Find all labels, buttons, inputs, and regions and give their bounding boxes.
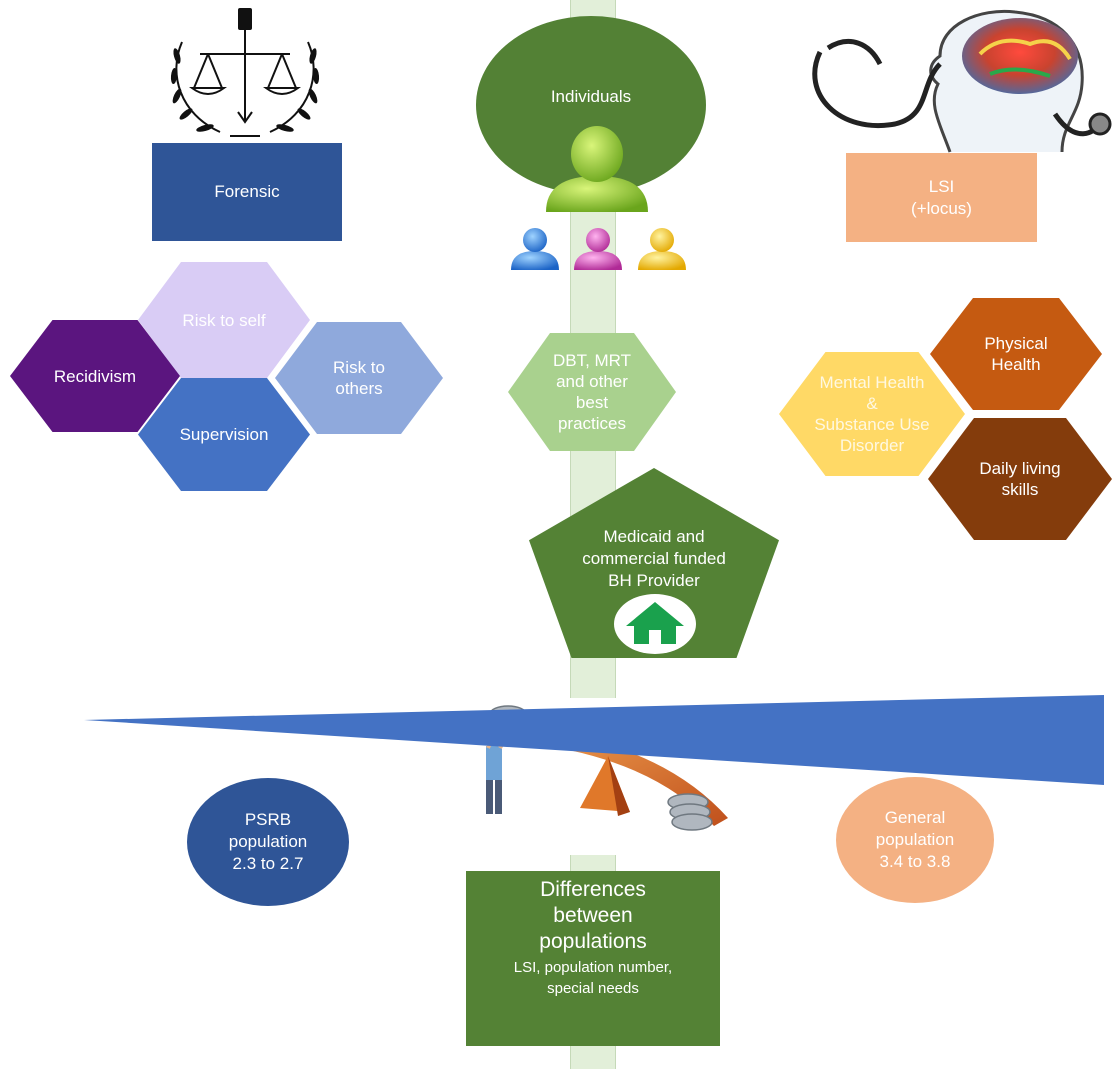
differences-subtitle: LSI, population number, special needs [513, 959, 673, 997]
provider-label: Medicaid and commercial funded BH Provid… [582, 527, 726, 590]
psrb-label: PSRB population 2.3 to 2.7 [228, 810, 308, 873]
lsi-label: LSI [928, 176, 955, 196]
person-icon-large [546, 126, 648, 212]
population-wedge [84, 695, 1104, 785]
differences-title: Differences between populations [539, 878, 647, 953]
general-population-circle: General population 3.4 to 3.8 [836, 777, 994, 903]
individuals-label: Individuals [550, 87, 632, 106]
differences-box: Differences between populations LSI, pop… [466, 871, 720, 1046]
psrb-circle: PSRB population 2.3 to 2.7 [187, 778, 349, 906]
forensic-box: Forensic [152, 143, 342, 241]
general-population-label: General population 3.4 to 3.8 [875, 808, 955, 871]
hex-physical-health: Physical Health [930, 298, 1102, 410]
lsi-box: LSI (+locus) [846, 153, 1037, 242]
hex-mental-health: Mental Health & Substance Use Disorder [779, 352, 965, 476]
person-icon-blue [511, 228, 559, 270]
hex-daily-living: Daily living skills [928, 418, 1112, 540]
brain-stethoscope-illustration [812, 9, 1112, 153]
scales-of-justice-icon [170, 8, 320, 137]
forensic-label: Forensic [214, 182, 280, 201]
person-icon-pink [574, 228, 622, 270]
hex-best-practices: DBT, MRT and other best practices [508, 333, 676, 451]
lsi-sub-label: (+locus) [911, 198, 972, 218]
hex-risk-to-others: Risk to others [275, 322, 443, 434]
person-icon-yellow [638, 228, 686, 270]
home-icon [614, 594, 696, 654]
